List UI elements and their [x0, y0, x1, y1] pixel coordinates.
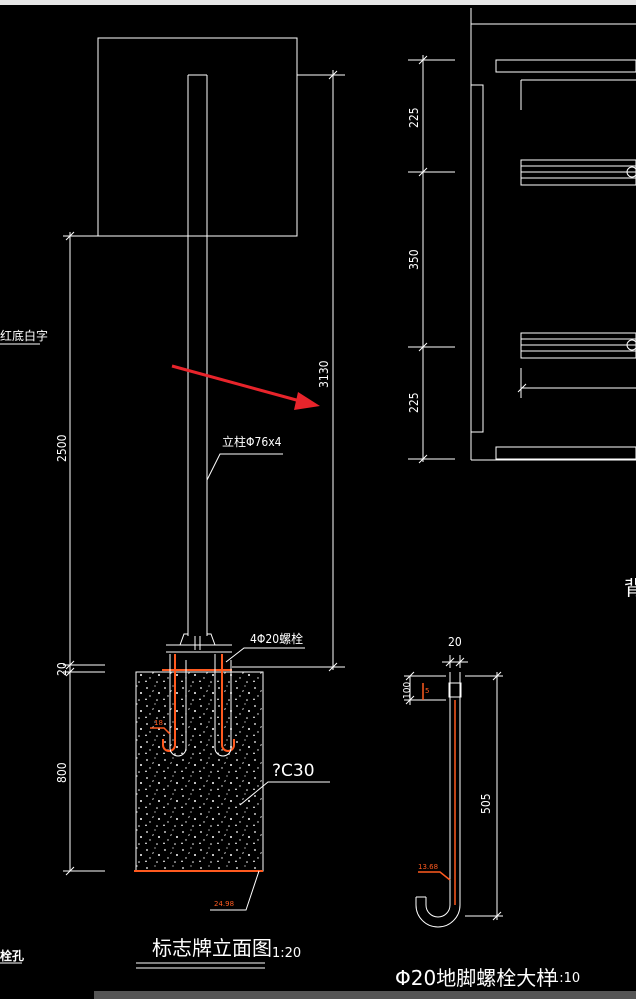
- dim-225-bottom: 225: [407, 392, 421, 413]
- bolt-dim-20: 20: [448, 635, 462, 649]
- bolt-detail: [404, 655, 503, 928]
- bolt-leader: [225, 647, 305, 663]
- red-arrow-annotation: [171, 364, 320, 410]
- bolt-hole-note: 栓孔: [0, 949, 25, 963]
- concrete-leader: [239, 781, 330, 806]
- concrete-foundation: [135, 671, 264, 872]
- dim-3130: 3130: [317, 360, 331, 388]
- dim-20: 20: [55, 662, 69, 676]
- partial-title-char: 背: [624, 576, 636, 600]
- bolt-small-low: 13.68: [418, 863, 439, 871]
- dim-225-top: 225: [407, 107, 421, 128]
- anchor-bolts: [134, 654, 263, 872]
- left-dimension-line: [63, 231, 105, 876]
- bolt-detail-scale: 1:10: [551, 971, 581, 986]
- post-label: 立柱Φ76x4: [222, 435, 282, 449]
- bolt-small-top: 5: [425, 687, 430, 695]
- post-leader: [206, 453, 283, 481]
- elevation-title: 标志牌立面图: [152, 936, 272, 960]
- dim-800: 800: [55, 762, 69, 783]
- elev-leader: [210, 870, 260, 911]
- sign-color-note: 红底白字: [0, 329, 49, 343]
- bolt-small-mid: 18: [154, 719, 163, 727]
- elevation-scale: 1:20: [272, 946, 302, 961]
- concrete-grade-label: ?C30: [272, 761, 315, 781]
- dim-350: 350: [407, 249, 421, 270]
- base-elevation-label: 24.98: [214, 900, 235, 908]
- bolt-dim-100: 100: [402, 681, 413, 699]
- bolt-dim-505: 505: [479, 793, 493, 814]
- dim-2500: 2500: [55, 434, 69, 462]
- cad-top-toolbar: [0, 0, 636, 5]
- bolt-label: 4Φ20螺栓: [250, 632, 304, 646]
- cad-bottom-scrollbar[interactable]: [94, 991, 636, 999]
- section-view: [470, 8, 636, 461]
- total-dimension-line: [232, 70, 345, 672]
- sign-board: [97, 37, 298, 237]
- bolt-detail-title: Φ20地脚螺栓大样: [395, 966, 557, 990]
- right-dimension-line: [408, 55, 455, 464]
